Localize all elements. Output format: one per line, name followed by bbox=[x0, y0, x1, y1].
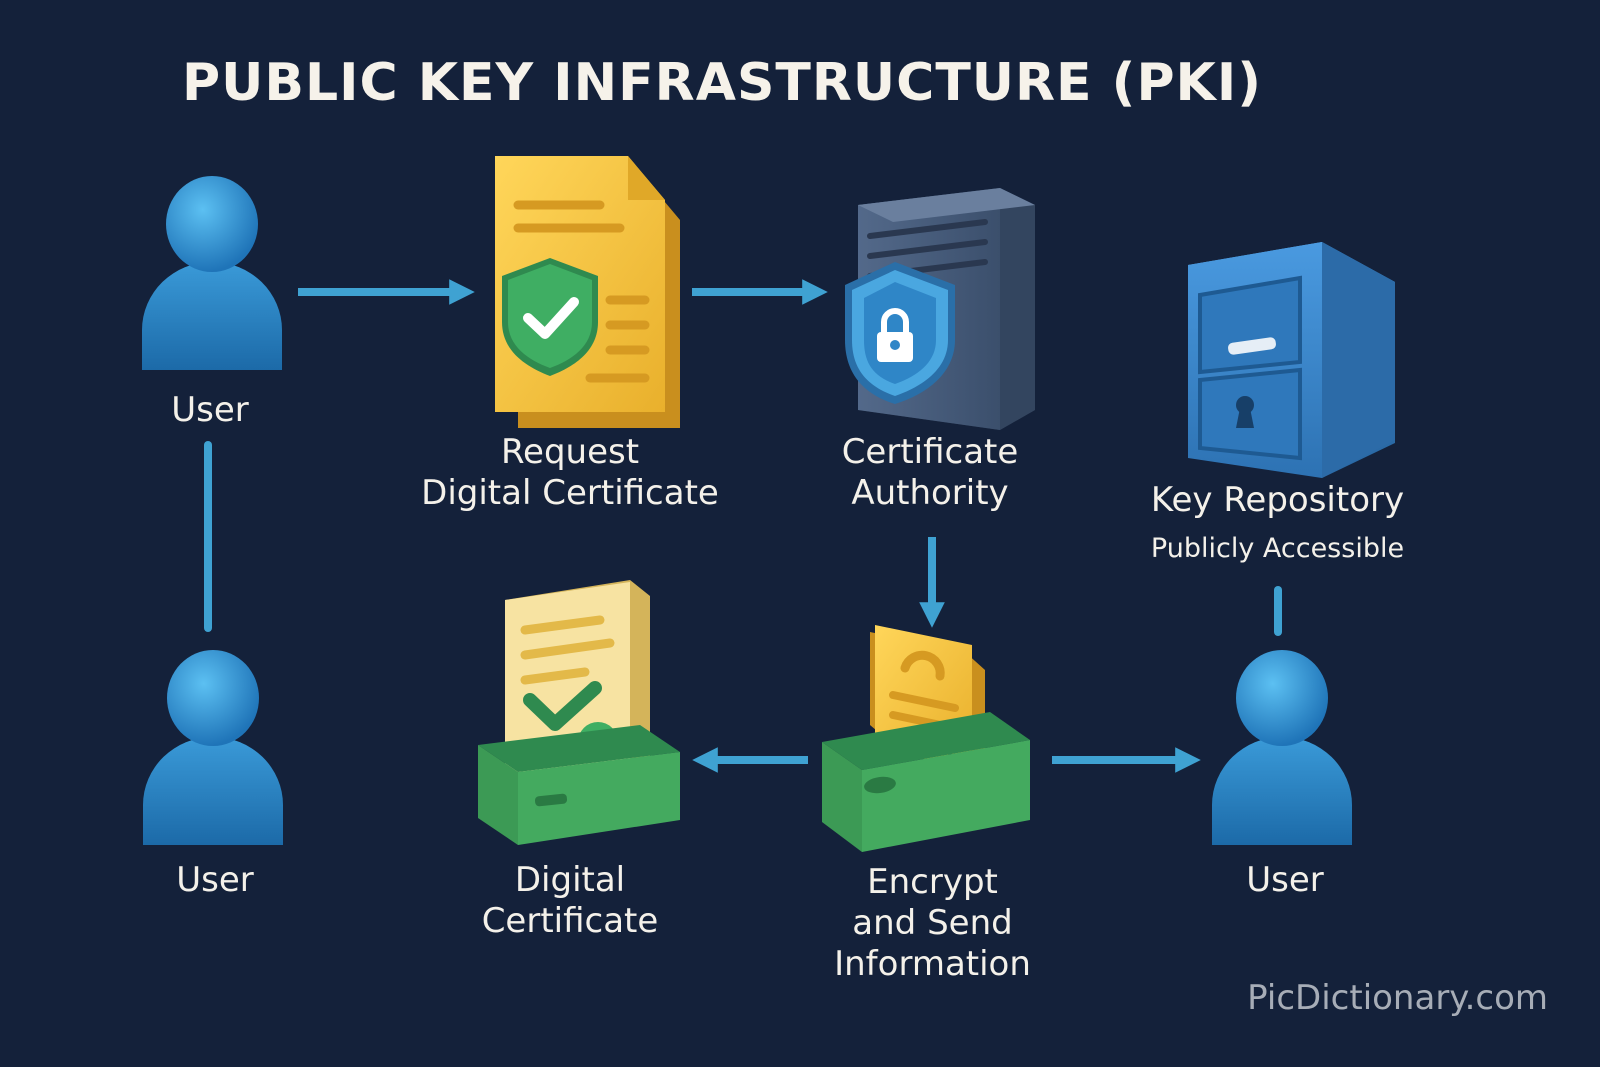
digital-certificate-label: Digital Certificate bbox=[440, 860, 700, 942]
watermark: PicDictionary.com bbox=[1247, 978, 1548, 1018]
key-repository-label: Key Repository bbox=[1150, 480, 1405, 520]
label-line: Digital bbox=[514, 860, 626, 900]
arrows bbox=[204, 279, 1282, 773]
user-label: User bbox=[171, 390, 249, 430]
label-line: Digital Certificate bbox=[421, 472, 719, 513]
certificate-authority-label: Certificate Authority bbox=[780, 432, 1080, 514]
user-icon bbox=[143, 650, 283, 845]
label-line: Certificate bbox=[841, 432, 1019, 472]
certificate-tray-icon bbox=[478, 580, 680, 845]
label-line: Encrypt bbox=[867, 862, 998, 902]
filing-cabinet-icon bbox=[1188, 242, 1395, 478]
user-label: User bbox=[1246, 860, 1324, 900]
user-icon bbox=[142, 176, 282, 370]
label-line: and Send bbox=[852, 902, 1013, 943]
label-line: Certificate bbox=[481, 900, 659, 941]
label-line: Authority bbox=[851, 472, 1009, 513]
user-icon bbox=[1212, 650, 1352, 845]
encrypted-document-tray-icon bbox=[822, 625, 1030, 852]
server-shield-lock-icon bbox=[845, 188, 1035, 430]
label-line: Request bbox=[500, 432, 640, 472]
encrypt-send-label: Encrypt and Send Information bbox=[800, 862, 1065, 984]
label-line: Information bbox=[834, 943, 1031, 984]
user-label: User bbox=[176, 860, 254, 900]
request-certificate-label: Request Digital Certificate bbox=[350, 432, 790, 514]
key-repository-sublabel: Publicly Accessible bbox=[1150, 533, 1405, 564]
certificate-request-icon bbox=[495, 156, 680, 428]
page-title: PUBLIC KEY INFRASTRUCTURE (PKI) bbox=[182, 53, 1262, 113]
